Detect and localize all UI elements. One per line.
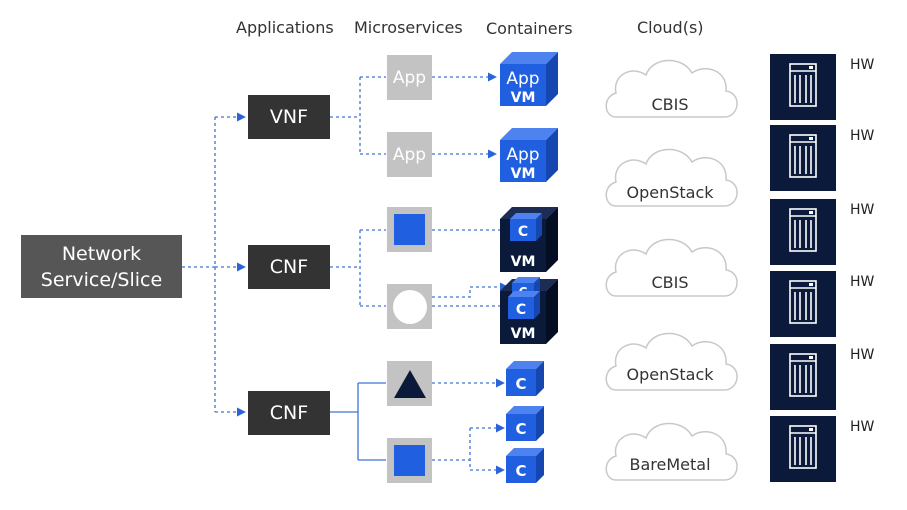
- hw-label: HW: [850, 57, 875, 73]
- server-rack-icon: [789, 63, 817, 111]
- cloud-4: OpenStack: [605, 332, 738, 391]
- container-c-label: C: [518, 224, 528, 240]
- hw-tile: [770, 54, 836, 120]
- vm-cube-dark-2: C C VM: [500, 277, 558, 344]
- connector-cnf1-micro: [330, 229, 386, 307]
- vm-cube-app-1-app-label: App: [506, 69, 539, 89]
- microservice-app-1-label: App: [392, 67, 427, 88]
- cloud-3-label: CBIS: [651, 273, 688, 292]
- hw-label: HW: [850, 128, 875, 144]
- hw-tile: [770, 416, 836, 482]
- vm-cube-dark-2-vm-label: VM: [511, 326, 536, 342]
- container-c-label: C: [515, 375, 526, 393]
- cloud-5: BareMetal: [605, 422, 738, 481]
- server-rack-icon: [789, 134, 817, 182]
- server-rack-icon: [789, 280, 817, 328]
- header-applications: Applications: [236, 18, 334, 37]
- vm-cube-app-2-vm-label: VM: [511, 166, 536, 182]
- microservice-square-2: [387, 438, 432, 483]
- server-rack-icon: [789, 425, 817, 473]
- container-c-label: C: [516, 302, 526, 318]
- connector-square2-c: [432, 428, 471, 470]
- cloud-1-label: CBIS: [651, 95, 688, 114]
- vm-cube-app-1: App VM: [500, 52, 558, 106]
- container-c-cube-bare-1: C: [506, 361, 544, 396]
- cloud-5-label: BareMetal: [629, 455, 710, 474]
- hw-label: HW: [850, 419, 875, 435]
- network-service-label: Network Service/Slice: [40, 242, 163, 291]
- hw-label: HW: [850, 274, 875, 290]
- cloud-1: CBIS: [605, 59, 738, 118]
- vm-cube-dark-1: C VM: [500, 207, 558, 272]
- hw-label: HW: [850, 202, 875, 218]
- microservice-app-2: App: [387, 132, 432, 177]
- hw-label: HW: [850, 347, 875, 363]
- header-microservices: Microservices: [354, 18, 463, 37]
- container-c-label: C: [515, 420, 526, 438]
- container-c-cube-bare-2: C: [506, 406, 544, 441]
- white-circle-icon: [392, 289, 427, 324]
- vm-cube-dark-1-vm-label: VM: [511, 254, 536, 270]
- microservice-triangle: [387, 361, 432, 406]
- connector-circle-c: [432, 282, 509, 298]
- container-c-cube-bare-3: C: [506, 448, 544, 483]
- connector-cnf2-micro: [330, 382, 386, 461]
- hw-tile: [770, 344, 836, 410]
- app-box-vnf: VNF: [248, 95, 330, 139]
- cloud-2-label: OpenStack: [626, 183, 714, 202]
- header-containers: Containers: [486, 19, 573, 38]
- connector-vnf-micro: [330, 76, 386, 155]
- blue-square-icon: [394, 214, 425, 245]
- microservice-app-2-label: App: [392, 144, 427, 165]
- navy-triangle-icon: [393, 369, 426, 398]
- server-rack-icon: [789, 208, 817, 256]
- vm-cube-app-1-vm-label: VM: [511, 90, 536, 106]
- cloud-3: CBIS: [605, 238, 738, 297]
- vm-cube-app-2: App VM: [500, 128, 558, 182]
- server-rack-icon: [789, 353, 817, 401]
- hw-tile: [770, 271, 836, 337]
- container-c-label: C: [515, 462, 526, 480]
- container-c-cube-front: C: [508, 291, 540, 319]
- header-clouds: Cloud(s): [637, 18, 704, 37]
- vm-cube-app-2-app-label: App: [506, 145, 539, 165]
- container-c-cube: C: [510, 213, 542, 241]
- microservice-circle: [387, 284, 432, 329]
- cloud-2: OpenStack: [605, 148, 738, 207]
- hw-tile: [770, 125, 836, 191]
- cloud-4-label: OpenStack: [626, 365, 714, 384]
- network-service-box: Network Service/Slice: [21, 235, 182, 298]
- hw-tile: [770, 199, 836, 265]
- app-box-cnf-2: CNF: [248, 391, 330, 435]
- microservice-app-1: App: [387, 55, 432, 100]
- app-box-cnf-1: CNF: [248, 245, 330, 289]
- microservice-square-1: [387, 207, 432, 252]
- blue-square-icon: [394, 445, 425, 476]
